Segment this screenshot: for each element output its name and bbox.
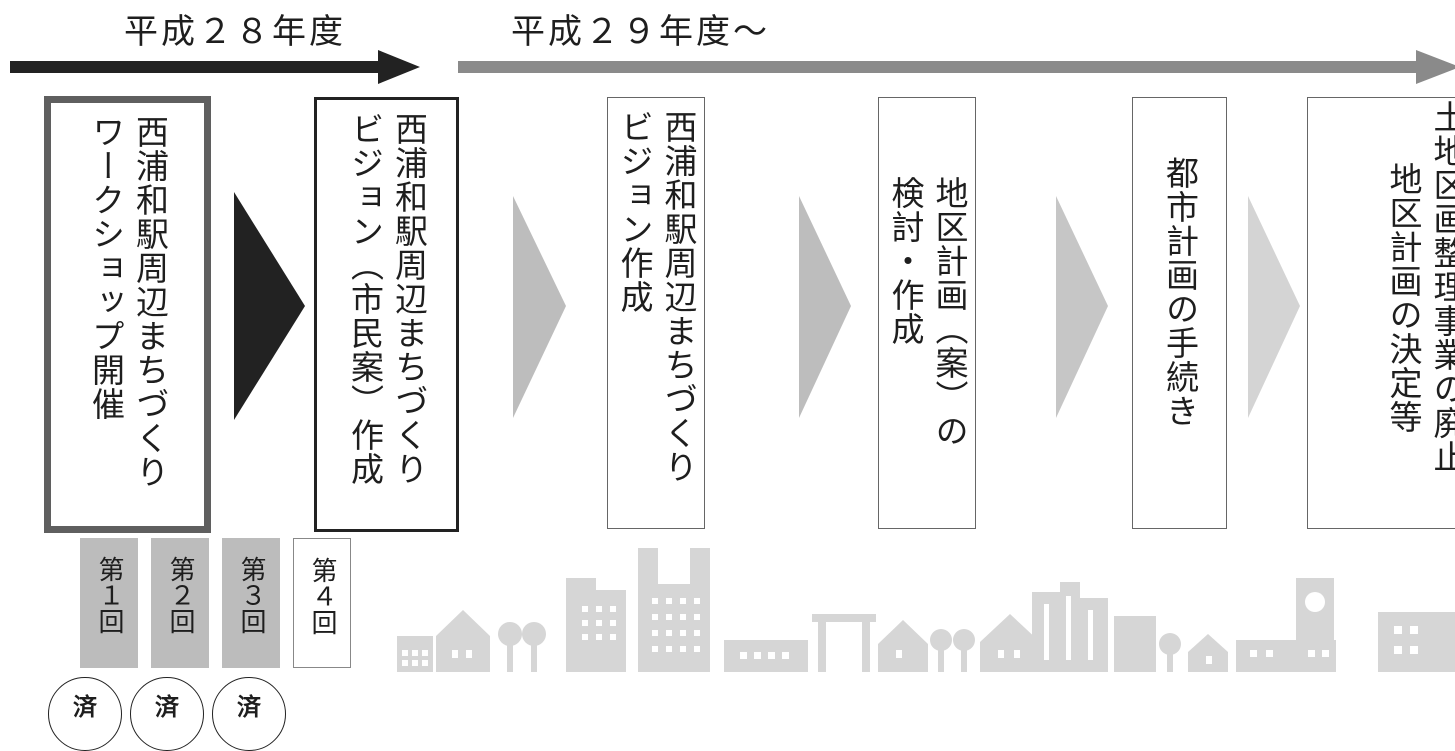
completed-badge-1-label: 済 bbox=[73, 692, 97, 721]
session-tag-1-label: 第１回 bbox=[94, 556, 124, 634]
step-abolition-decision-line-1: 土地区画整理事業の廃止 bbox=[1428, 100, 1455, 474]
step-district-plan-draft-line-2: 検討・作成 bbox=[886, 176, 925, 346]
period-label-h29: 平成２９年度～ bbox=[511, 12, 770, 52]
step-abolition-decision-line-2: 地区計画の決定等 bbox=[1384, 162, 1423, 434]
session-tag-3: 第３回 bbox=[222, 538, 280, 668]
step-vision-citizen-draft: 西浦和駅周辺まちづくり ビジョン（市民案）作成 bbox=[314, 97, 459, 532]
session-tag-1: 第１回 bbox=[80, 538, 138, 668]
session-tag-4-label: 第４回 bbox=[307, 557, 337, 635]
step-district-plan-draft-line-1: 地区計画（案）の bbox=[930, 176, 969, 448]
step-city-planning-procedure: 都市計画の手続き bbox=[1132, 97, 1227, 529]
step-workshop: 西浦和駅周辺まちづくり ワークショップ開催 bbox=[44, 96, 211, 533]
session-tag-3-label: 第３回 bbox=[236, 556, 266, 634]
step-vision-creation-line-2: ビジョン作成 bbox=[615, 110, 654, 314]
step-vision-creation-line-1: 西浦和駅周辺まちづくり bbox=[659, 110, 698, 484]
period-label-h28: 平成２８年度 bbox=[124, 12, 346, 52]
completed-badge-3-label: 済 bbox=[237, 692, 261, 721]
session-tag-2: 第２回 bbox=[151, 538, 209, 668]
timeline-arrows bbox=[10, 50, 1455, 84]
session-tag-4: 第４回 bbox=[293, 538, 351, 668]
step-vision-citizen-draft-line-2: ビジョン（市民案）作成 bbox=[345, 112, 385, 486]
step-district-plan-draft: 地区計画（案）の 検討・作成 bbox=[878, 97, 976, 529]
step-workshop-line-2: ワークショップ開催 bbox=[86, 115, 126, 421]
session-tag-2-label: 第２回 bbox=[165, 556, 195, 634]
step-workshop-line-1: 西浦和駅周辺まちづくり bbox=[130, 115, 170, 489]
timeline-arrow-h29 bbox=[458, 50, 1455, 84]
completed-badge-2-label: 済 bbox=[155, 692, 179, 721]
step-city-planning-procedure-line-1: 都市計画の手続き bbox=[1160, 156, 1200, 428]
timeline-arrow-h28 bbox=[10, 50, 420, 84]
step-abolition-decision: 土地区画整理事業の廃止 地区計画の決定等 bbox=[1307, 97, 1455, 529]
step-vision-creation: 西浦和駅周辺まちづくり ビジョン作成 bbox=[607, 97, 705, 529]
city-skyline-illustration bbox=[397, 548, 1455, 672]
step-vision-citizen-draft-line-1: 西浦和駅周辺まちづくり bbox=[389, 112, 429, 486]
